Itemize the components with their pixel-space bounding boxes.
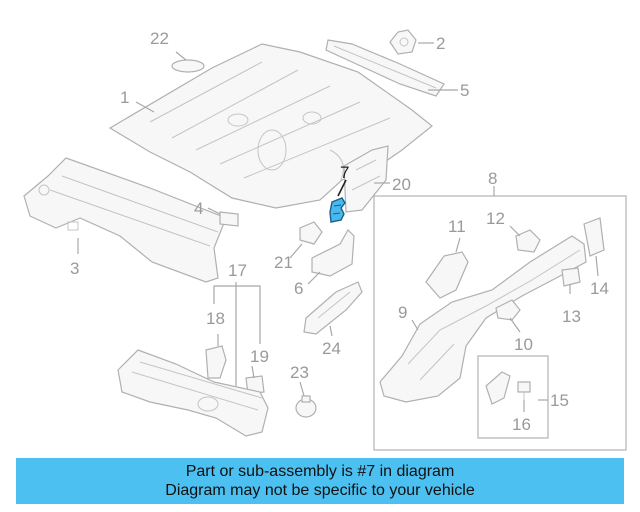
- bracket-part-10: [495, 299, 521, 321]
- rear-crossmember: [23, 157, 227, 283]
- bracket-part-18: [205, 345, 227, 379]
- callout-24: 24: [322, 339, 341, 358]
- bracket-part-24: [303, 281, 363, 335]
- plug-part-2: [389, 29, 417, 55]
- callout-7: 7: [340, 163, 349, 182]
- callout-19: 19: [250, 347, 269, 366]
- bracket-part-6: [311, 229, 355, 277]
- callout-15: 15: [550, 391, 569, 410]
- callout-18: 18: [206, 309, 225, 328]
- callout-13: 13: [562, 307, 581, 326]
- banner-part-info: Part or sub-assembly is #7 in diagram: [185, 463, 455, 480]
- callout-17: 17: [228, 261, 247, 280]
- callout-14: 14: [590, 279, 609, 298]
- banner-disclaimer: Diagram may not be specific to your vehi…: [165, 482, 475, 499]
- leader-lines: [77, 42, 599, 412]
- clip-part-15-16: [485, 371, 531, 405]
- callout-10: 10: [514, 335, 533, 354]
- parts-diagram: 1 2 3 4 5 6 7 8 9 10 11 12 13 14 15 16 1…: [23, 29, 627, 451]
- callout-6: 6: [294, 279, 303, 298]
- sub-assembly-box-8: [373, 195, 627, 451]
- callout-16: 16: [512, 415, 531, 434]
- callout-20: 20: [392, 175, 411, 194]
- bracket-part-14: [583, 217, 605, 257]
- callout-9: 9: [398, 303, 407, 322]
- callout-23: 23: [290, 363, 309, 382]
- bracket-part-13: [561, 267, 581, 287]
- callout-5: 5: [460, 81, 469, 100]
- callout-21: 21: [274, 253, 293, 272]
- callout-2: 2: [436, 34, 445, 53]
- sub-assembly-box-15: [477, 355, 549, 439]
- highlighted-part-7[interactable]: [329, 197, 346, 223]
- side-rail-part-9: [379, 235, 587, 403]
- callout-4: 4: [194, 199, 203, 218]
- callout-12: 12: [486, 209, 505, 228]
- plug-part-23: [295, 395, 317, 418]
- crossmember-part-17: [117, 349, 269, 437]
- side-panel-part-20: [343, 145, 389, 213]
- cross-beam-part-5: [325, 39, 445, 97]
- callout-22: 22: [150, 29, 169, 48]
- bracket-part-11: [425, 251, 469, 299]
- callout-11: 11: [448, 217, 466, 236]
- bracket-part-4: [219, 211, 239, 227]
- callout-labels: 1 2 3 4 5 6 7 8 9 10 11 12 13 14 15 16 1…: [70, 29, 609, 434]
- bracket-part-12: [515, 229, 541, 253]
- clip-part-21: [299, 221, 323, 245]
- pad-part-22: [171, 59, 205, 73]
- info-banner: Part or sub-assembly is #7 in diagram Di…: [16, 458, 624, 504]
- callout-8: 8: [488, 169, 497, 188]
- callout-3: 3: [70, 259, 79, 278]
- callout-1: 1: [120, 88, 129, 107]
